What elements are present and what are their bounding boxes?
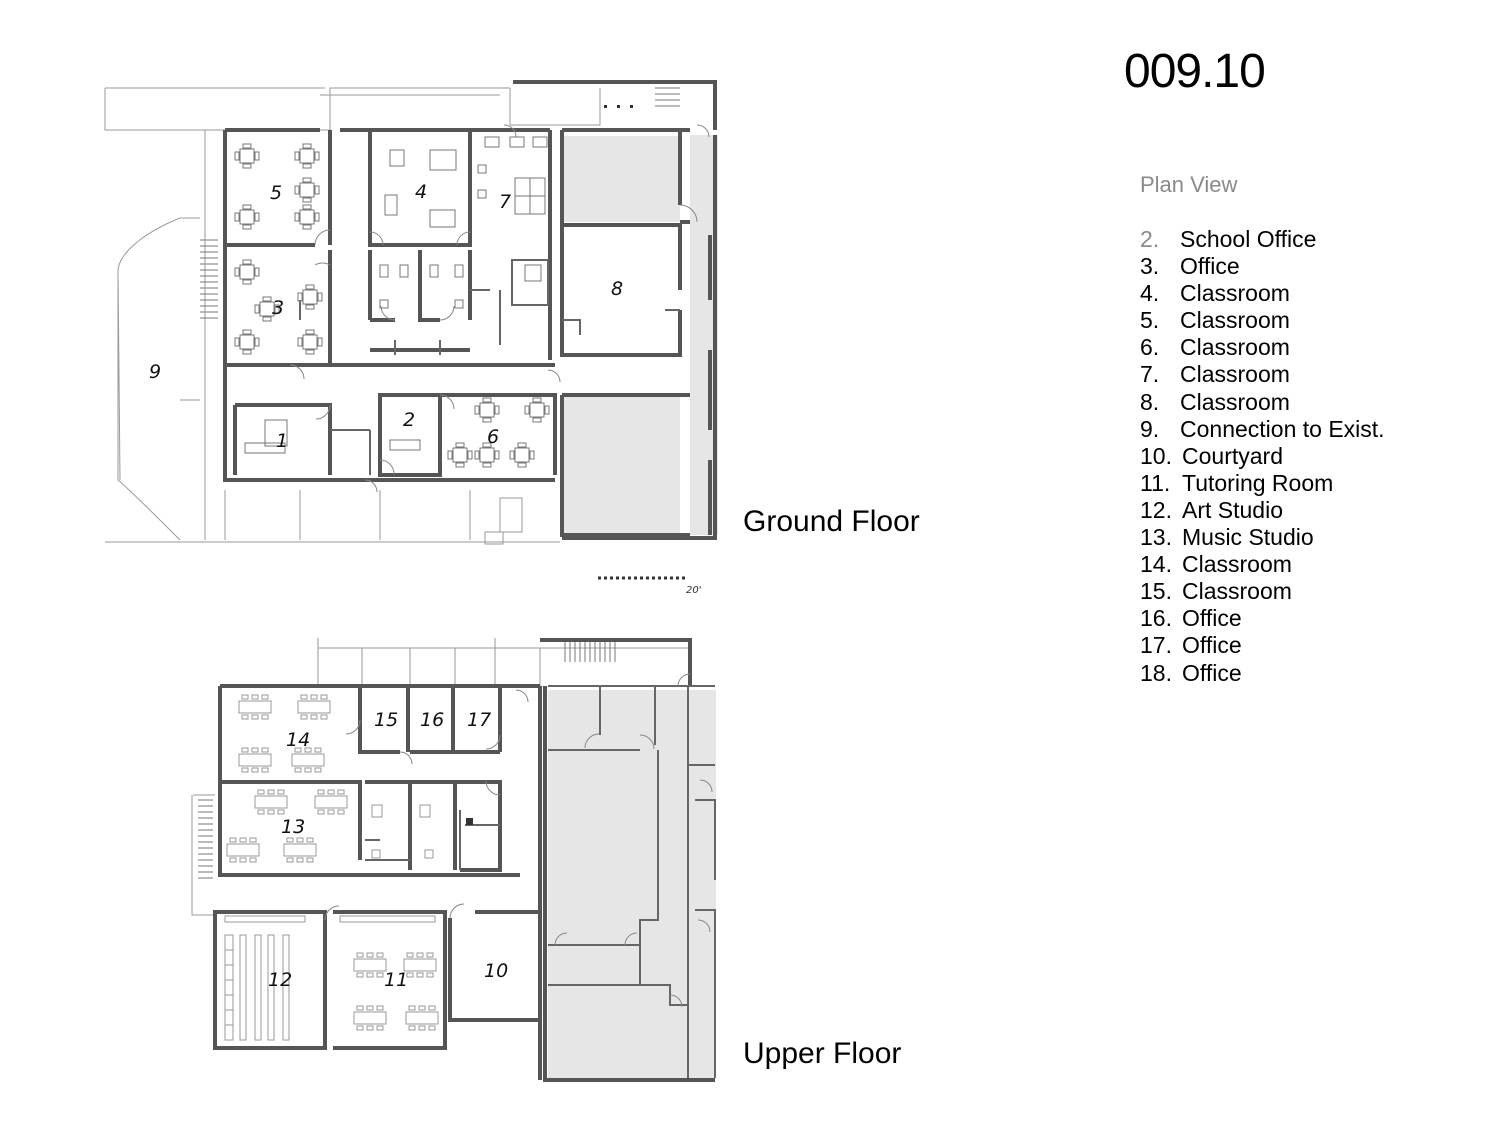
legend-label: Classroom [1180, 307, 1290, 334]
ground-floor-label: Ground Floor [743, 505, 920, 538]
scale-bar: 20' [598, 576, 701, 596]
room-label-5: 5 [270, 182, 282, 204]
legend-number: 12. [1140, 496, 1172, 523]
legend-label: Classroom [1180, 334, 1290, 361]
legend-label: Office [1182, 632, 1242, 659]
legend-number: 14. [1140, 551, 1172, 578]
section-title: Plan View [1140, 172, 1238, 197]
legend-number: 15. [1140, 578, 1172, 605]
ground-floor-room-labels: 1 2 3 4 5 6 7 8 9 [149, 181, 623, 452]
legend-label: Classroom [1180, 280, 1290, 307]
legend-number: 10. [1140, 442, 1172, 469]
upper-floor-room-labels: 10 11 12 13 14 15 16 17 [268, 709, 508, 991]
room-label-1: 1 [276, 430, 288, 452]
legend-item: 13. Music Studio [1140, 524, 1385, 551]
legend-item: 5. Classroom [1140, 307, 1385, 334]
legend-item: 18. Office [1140, 660, 1385, 687]
room-label-8: 8 [611, 278, 623, 300]
legend-item: 2. School Office [1140, 226, 1385, 253]
room-label-10: 10 [484, 960, 508, 982]
legend-number: 2. [1140, 226, 1160, 252]
legend-number: 7. [1140, 361, 1160, 388]
upper-floor-label: Upper Floor [743, 1037, 902, 1070]
legend-item: 17. Office [1140, 632, 1385, 659]
legend-number: 16. [1140, 605, 1172, 632]
legend-item: 12. Art Studio [1140, 497, 1385, 524]
room-label-2: 2 [403, 409, 415, 431]
legend-item: 16. Office [1140, 605, 1385, 632]
room-label-12: 12 [268, 969, 292, 991]
legend-item: 14. Classroom [1140, 551, 1385, 578]
legend-item: 15. Classroom [1140, 578, 1385, 605]
legend-item: 9. Connection to Exist. [1140, 416, 1385, 443]
room-label-6: 6 [487, 426, 499, 448]
legend-item: 4. Classroom [1140, 280, 1385, 307]
legend-label: Connection to Exist. [1180, 415, 1385, 442]
upper-floor-furniture [224, 694, 473, 1041]
legend-label: School Office [1180, 226, 1317, 252]
legend-number: 8. [1140, 388, 1160, 415]
legend-number: 4. [1140, 280, 1160, 307]
legend-label: Office [1182, 605, 1242, 632]
sheet-number: 009.10 [1124, 45, 1266, 98]
upper-floor-plan: 10 11 12 13 14 15 16 17 [191, 638, 716, 1082]
legend-item: 6. Classroom [1140, 334, 1385, 361]
legend-label: Office [1182, 659, 1242, 686]
legend-item: 11. Tutoring Room [1140, 470, 1385, 497]
legend-item: 10. Courtyard [1140, 443, 1385, 470]
legend-number: 18. [1140, 659, 1172, 686]
legend-number: 9. [1140, 415, 1160, 442]
room-label-11: 11 [384, 969, 408, 991]
room-label-14: 14 [286, 729, 310, 751]
legend-label: Classroom [1180, 388, 1290, 415]
legend-number: 3. [1140, 253, 1160, 280]
legend-number: 17. [1140, 632, 1172, 659]
legend-label: Courtyard [1182, 442, 1283, 469]
legend-label: Music Studio [1182, 524, 1314, 551]
legend-label: Tutoring Room [1182, 469, 1334, 496]
room-label-17: 17 [467, 709, 491, 731]
scale-label: 20' [686, 585, 701, 596]
legend-item: 3. Office [1140, 253, 1385, 280]
legend-item: 8. Classroom [1140, 389, 1385, 416]
room-label-3: 3 [272, 297, 284, 319]
legend-number: 11. [1140, 469, 1171, 496]
room-label-15: 15 [374, 709, 398, 731]
legend-number: 13. [1140, 524, 1172, 551]
legend-label: Art Studio [1182, 496, 1283, 523]
legend-item: 7. Classroom [1140, 361, 1385, 388]
room-label-4: 4 [415, 181, 427, 203]
legend-number: 6. [1140, 334, 1160, 361]
room-label-13: 13 [281, 816, 305, 838]
legend-label: Classroom [1180, 361, 1290, 388]
room-legend: 2. School Office 3. Office 4. Classroom 5. C… [1140, 226, 1385, 687]
room-label-9: 9 [149, 361, 161, 383]
legend-number: 5. [1140, 307, 1160, 334]
room-label-16: 16 [420, 709, 444, 731]
ground-floor-plan: 20' 1 2 3 4 5 6 7 8 9 [104, 80, 718, 596]
ground-floor-furniture [234, 105, 633, 468]
legend-label: Classroom [1182, 551, 1292, 578]
room-label-7: 7 [499, 191, 511, 213]
legend-label: Classroom [1182, 578, 1292, 605]
legend-label: Office [1180, 253, 1240, 280]
